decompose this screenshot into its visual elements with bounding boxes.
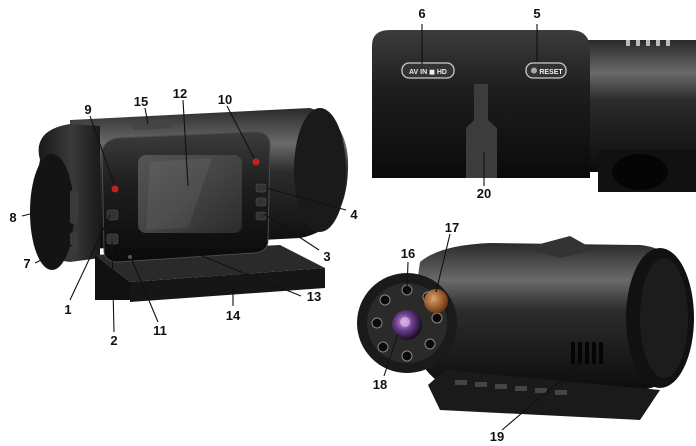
- reset-dot: [531, 67, 537, 74]
- callout-12: 12: [173, 86, 187, 101]
- top-view-bottom-hole: [612, 154, 668, 190]
- button-3a: [255, 197, 267, 207]
- button-3b: [255, 211, 267, 221]
- callout-1: 1: [64, 302, 71, 317]
- callout-19: 19: [490, 429, 504, 444]
- rear-base-side: [130, 268, 325, 302]
- front-cylinder-body: [410, 243, 690, 392]
- device-top-view: AV IN ◼ HD RESET: [372, 30, 696, 192]
- callout-11: 11: [153, 323, 167, 338]
- front-base-slots: [455, 380, 567, 395]
- vent-19: [571, 342, 603, 364]
- callout-2: 2: [110, 333, 117, 348]
- callout-4: 4: [350, 207, 358, 222]
- callout-15: 15: [134, 94, 148, 109]
- status-led-9: [111, 185, 119, 193]
- front-right-cap-face: [640, 258, 688, 378]
- callout-labels: 9 15 12 10 8 7 1 2 11 14 13 3 4 6 5 20 1…: [9, 6, 540, 444]
- rear-right-end: [294, 108, 346, 232]
- rear-left-cap-face: [30, 154, 74, 270]
- callout-9: 9: [84, 102, 91, 117]
- device-front-view: [357, 236, 694, 420]
- side-port-8: [70, 190, 78, 224]
- callout-16: 16: [401, 246, 415, 261]
- status-led-10: [252, 158, 260, 166]
- callout-5: 5: [533, 6, 540, 21]
- lcd-screen: [138, 155, 242, 233]
- mic-11: [128, 255, 132, 259]
- callout-13: 13: [307, 289, 321, 304]
- button-4: [255, 183, 267, 193]
- mode-switch-6: [401, 62, 455, 79]
- reset-label: RESET: [539, 69, 563, 76]
- lens-center: [400, 317, 410, 327]
- reset-button-5: [525, 62, 567, 79]
- callout-20: 20: [477, 186, 491, 201]
- callout-14: 14: [226, 308, 241, 323]
- callout-7: 7: [23, 256, 30, 271]
- callout-3: 3: [323, 249, 330, 264]
- mode-switch-label: AV IN ◼ HD: [409, 69, 447, 76]
- top-slot-15: [132, 120, 172, 130]
- device-rear-view: [30, 108, 349, 302]
- button-1: [106, 209, 119, 221]
- callout-17: 17: [445, 220, 459, 235]
- callout-6: 6: [418, 6, 425, 21]
- top-view-vents: [626, 40, 670, 46]
- callout-8: 8: [9, 210, 16, 225]
- leader-lines: [21, 24, 583, 431]
- side-port-7: [70, 232, 78, 254]
- light-sensor-17: [424, 289, 448, 313]
- front-top-mount: [525, 236, 595, 258]
- mount-rail-20: [466, 84, 497, 178]
- screen-reflection: [146, 158, 212, 230]
- callout-18: 18: [373, 377, 387, 392]
- callout-10: 10: [218, 92, 232, 107]
